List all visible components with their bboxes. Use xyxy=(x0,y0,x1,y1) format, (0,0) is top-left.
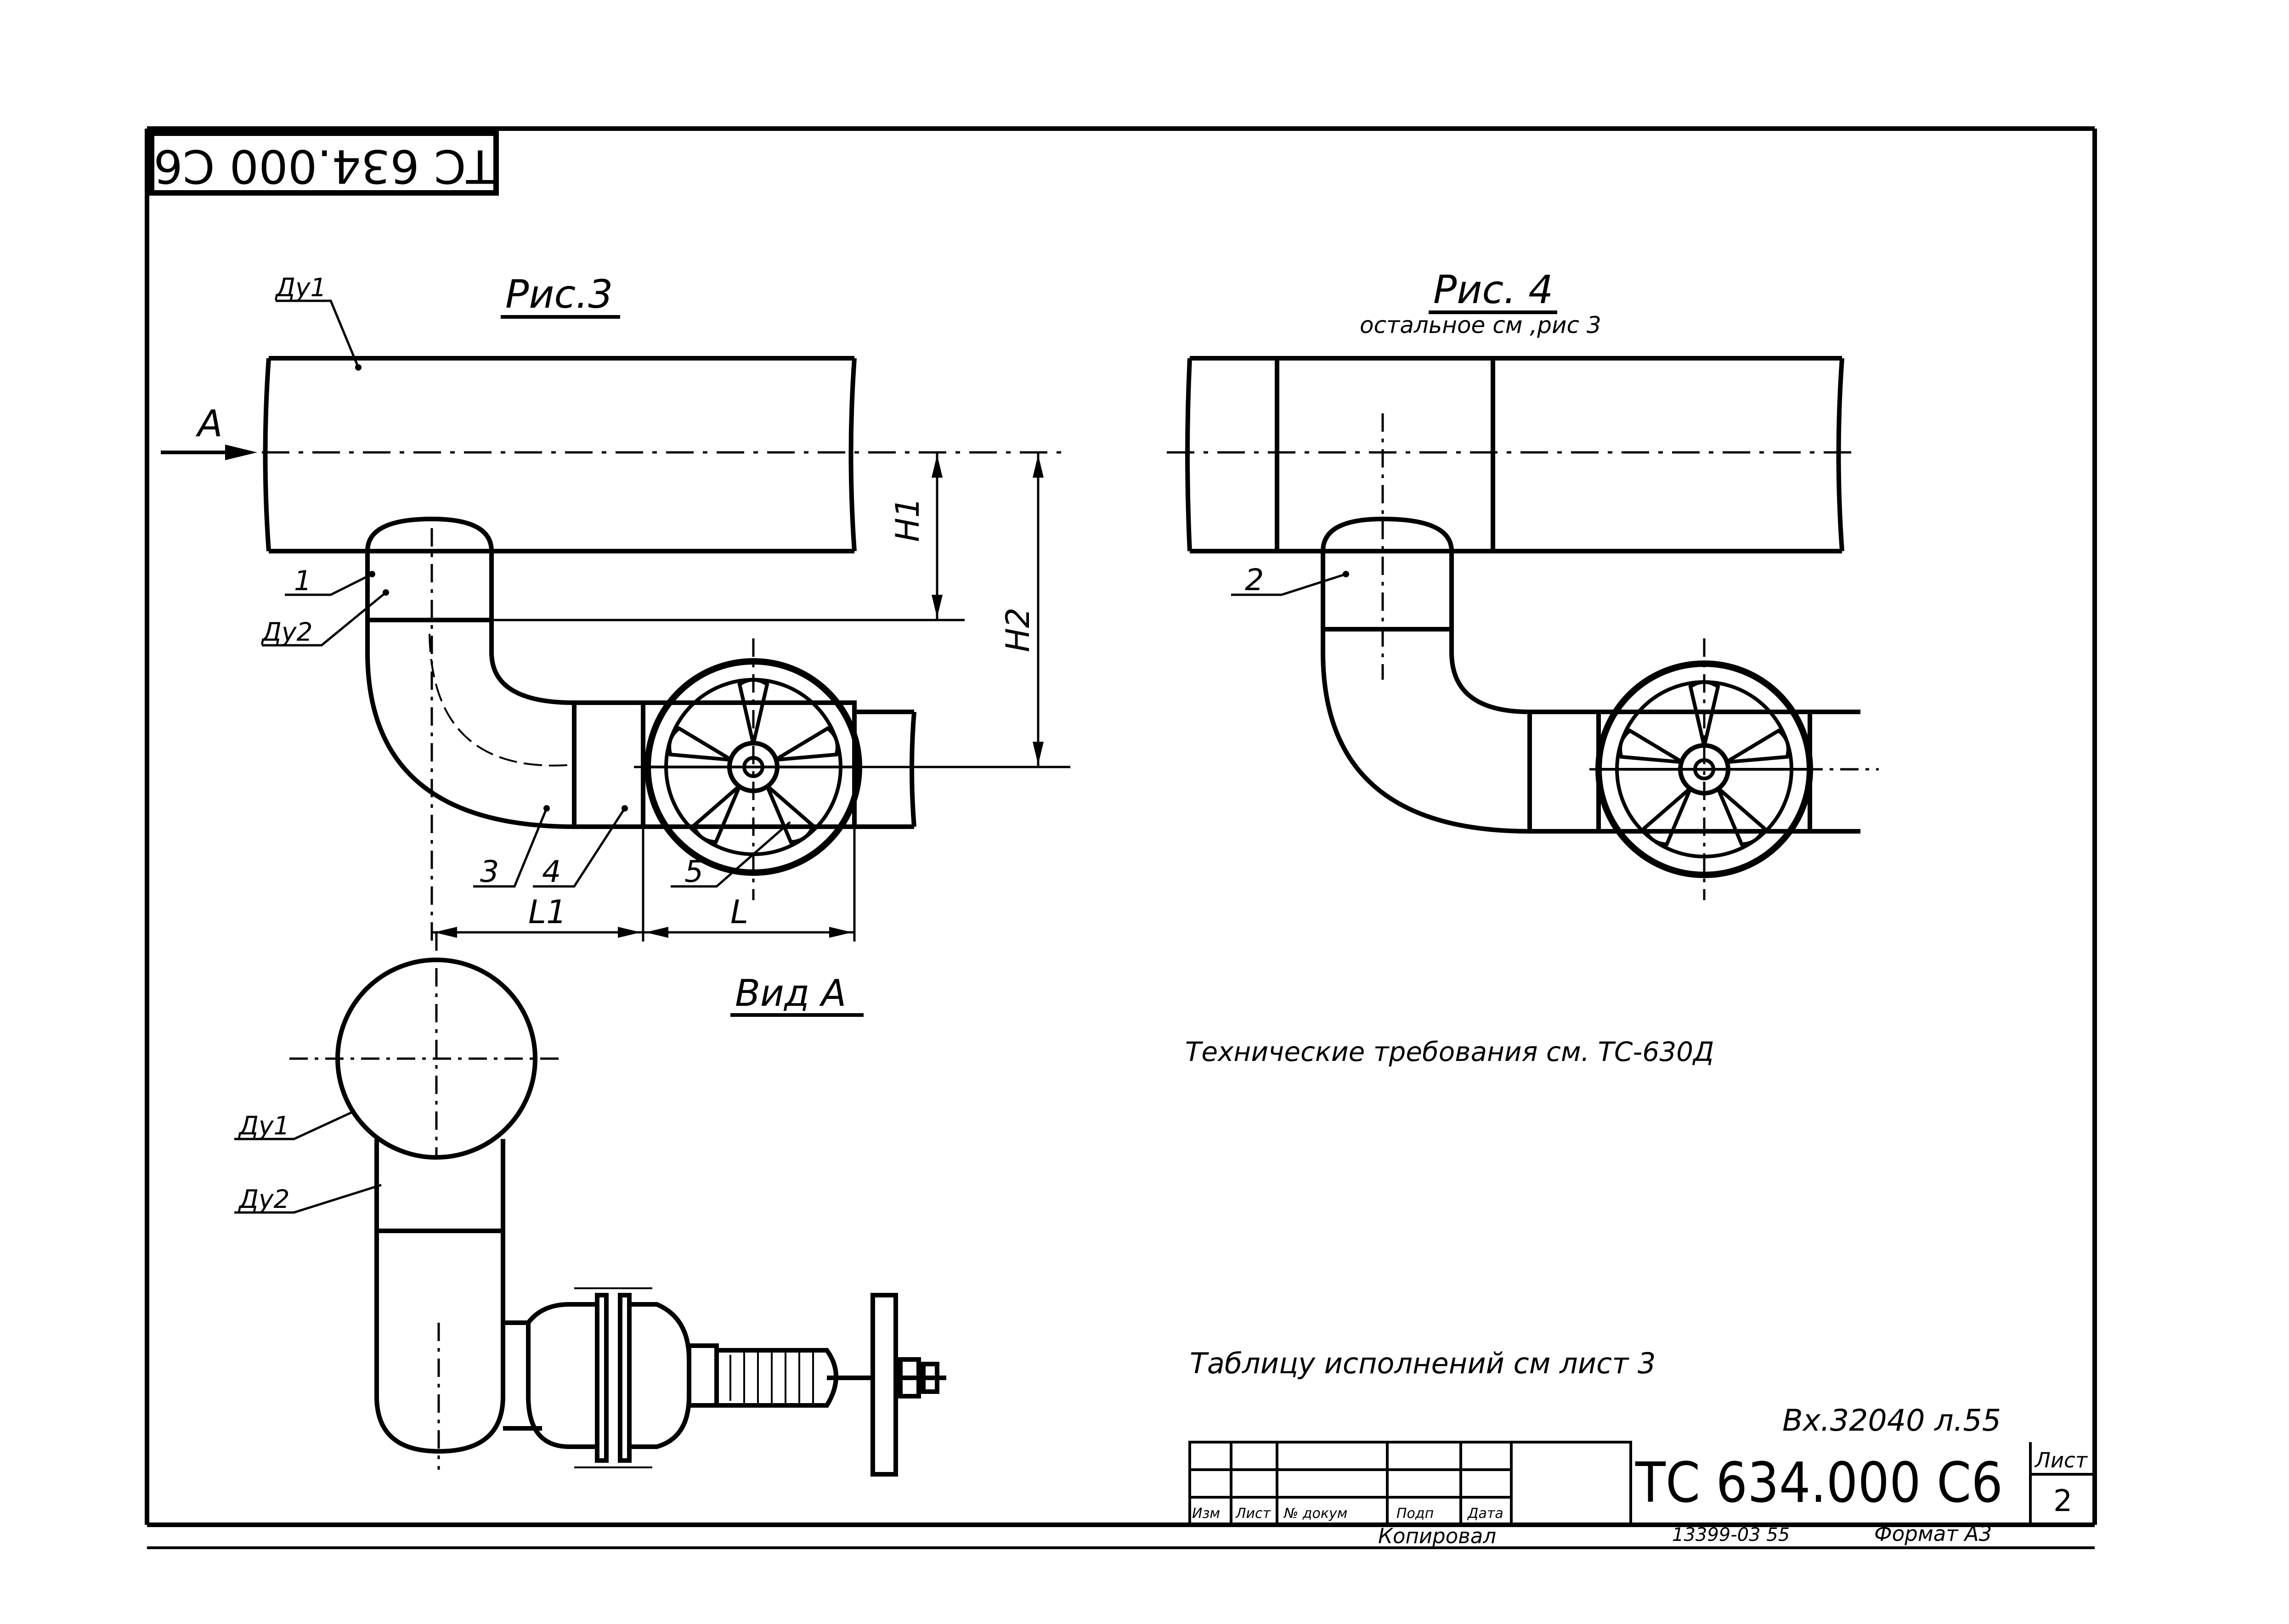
sheet-frame xyxy=(145,126,2097,1549)
inventory-number: Вх.32040 л.55 xyxy=(1782,1404,2001,1438)
sheet-format: Формат А3 xyxy=(1874,1522,1992,1546)
top-stamp: ТС 634.000 С6 xyxy=(149,130,499,196)
execution-table-note: Таблицу исполнений см лист 3 xyxy=(1190,1347,1656,1380)
fig3-elbow xyxy=(365,620,575,829)
copied-by: Копировал xyxy=(1378,1524,1496,1548)
figure-4: Рис. 4 остальное см ,рис 3 xyxy=(1167,267,1879,900)
top-stamp-text: ТС 634.000 С6 xyxy=(153,140,494,193)
fig3-label-1: 1 xyxy=(294,565,311,597)
dim-h1: Н1 xyxy=(889,497,927,542)
fig4-label-2: 2 xyxy=(1245,563,1264,598)
doc-code: 13399-03 55 xyxy=(1672,1524,1790,1545)
tech-requirements-note: Технические требования см. ТС-630Д xyxy=(1185,1036,1714,1067)
view-arrow-a: А xyxy=(161,402,257,460)
title-block: Вх.32040 л.55 Изм Лист № докум Подп Дата… xyxy=(1188,1121,2097,1548)
fig4-branch xyxy=(1321,516,1860,834)
fig3-title: Рис.3 xyxy=(505,272,613,317)
fig3-label-5: 5 xyxy=(684,855,703,889)
arrow-a-label: А xyxy=(195,402,223,445)
fig3-label-3: 3 xyxy=(480,855,499,889)
fig3-label-4: 4 xyxy=(542,855,561,889)
sheet-number: 2 xyxy=(2053,1484,2072,1518)
dim-l: L xyxy=(730,893,748,931)
view-a-label-du2: Ду2 xyxy=(237,1184,290,1214)
view-a-label-du1: Ду1 xyxy=(237,1111,290,1140)
fig3-label-du1: Ду1 xyxy=(274,273,327,302)
fig3-branch xyxy=(365,516,494,622)
sheet-label: Лист xyxy=(2034,1448,2088,1472)
document-number: ТС 634.000 С6 xyxy=(1635,1451,2003,1515)
fig4-main-pipe xyxy=(1185,356,1844,553)
dim-l1: L1 xyxy=(528,893,567,931)
dim-h2: Н2 xyxy=(999,608,1037,652)
col-header-doc: № докум xyxy=(1283,1506,1347,1522)
view-a-title: Вид А xyxy=(735,972,846,1015)
fig3-part-4 xyxy=(572,700,645,829)
fig3-label-du2: Ду2 xyxy=(260,617,313,647)
fig4-title: Рис. 4 xyxy=(1433,267,1553,313)
fig3-main-pipe xyxy=(263,356,857,553)
col-header-date: Дата xyxy=(1467,1506,1503,1522)
view-a: Вид А xyxy=(234,932,946,1477)
fig4-subtitle: остальное см ,рис 3 xyxy=(1360,312,1601,338)
col-header-sign: Подп xyxy=(1396,1506,1434,1522)
figure-3: Рис.3 А xyxy=(161,272,1070,942)
col-header-list: Лист xyxy=(1235,1506,1272,1522)
col-header-izm: Изм xyxy=(1192,1506,1220,1522)
